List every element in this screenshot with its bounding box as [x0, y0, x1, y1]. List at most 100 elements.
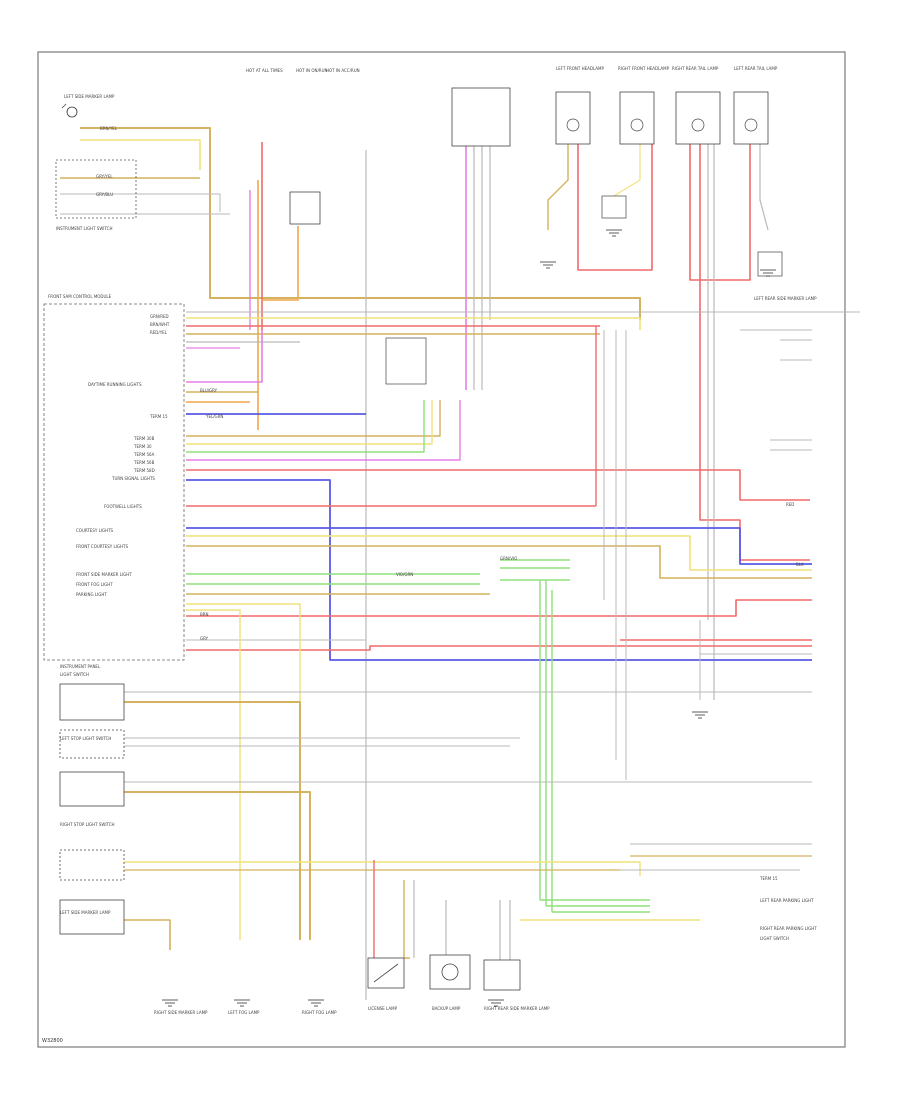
headlamp-switch [385, 337, 427, 385]
wire-28 [186, 330, 263, 383]
left-component-label: FRONT SAM CONTROL MODULE [48, 294, 112, 299]
left-component-label: COURTESY LIGHTS [76, 528, 114, 533]
wire-code-label: GRN/VIO [500, 556, 517, 561]
left-component-label: PARKING LIGHT [76, 592, 107, 597]
ground-icon [760, 269, 776, 277]
right-rear-tail-lamp [675, 91, 721, 145]
wire-47 [186, 645, 812, 651]
left-component-label: TURN SIGNAL LIGHTS [111, 476, 155, 481]
ground-icon [162, 999, 178, 1007]
left-component-label: TERM 56A [133, 452, 155, 457]
wire-33 [186, 400, 433, 445]
left-component-label: FRONT FOG LIGHT [76, 582, 113, 587]
wire-16 [613, 144, 641, 197]
left-component-label: TERM 30B [133, 436, 155, 441]
right-front-headlamp [619, 91, 655, 145]
left-component-label: LEFT SIDE MARKER LAMP [64, 94, 115, 99]
wire-45 [186, 599, 812, 617]
diagram-frame [37, 51, 846, 1048]
wire-61 [124, 701, 301, 940]
wire-18 [699, 144, 810, 561]
bottom-component-label: BACKUP LAMP [432, 1006, 461, 1011]
ground-symbols [162, 229, 776, 1007]
left-component-label: TERM 30 [133, 444, 152, 449]
switch-box-middle [59, 729, 125, 759]
right-component-label: LEFT REAR PARKING LIGHT [760, 898, 814, 903]
wire-39 [186, 527, 812, 565]
bottom-component-label: LEFT SIDE MARKER LAMP [60, 910, 111, 915]
top-component-label: LEFT REAR TAIL LAMP [734, 66, 778, 71]
right-component-label: RIGHT REAR PARKING LIGHT [760, 926, 817, 931]
left-component-label: LEFT STOP LIGHT SWITCH [60, 736, 111, 741]
ground-icon [692, 711, 708, 719]
wire-code-label: GRY/YEL [96, 174, 113, 179]
top-component-label: RIGHT REAR TAIL LAMP [672, 66, 719, 71]
wire-37 [186, 479, 812, 661]
instrument-panel-box [59, 849, 125, 881]
wire-0 [80, 127, 641, 320]
front-sam-control-module [43, 303, 185, 661]
left-component-label: LIGHT SWITCH [60, 672, 89, 677]
wire-17 [689, 144, 751, 281]
ground-icon [488, 999, 504, 1007]
left-component-label: TERM 58D [133, 468, 155, 473]
ground-icon [540, 261, 556, 269]
wire-code-label: BLU/GRY [200, 388, 218, 393]
wire-code-label: BRN/WHT [150, 322, 170, 327]
wire-layer [60, 127, 860, 1000]
top-component-label: HOT IN ACC/RUN [326, 68, 360, 73]
combination-switch-box [451, 87, 511, 147]
wire-code-label: RED/YEL [150, 330, 168, 335]
left-rear-tail-lamp [733, 91, 769, 145]
backup-lamp [429, 954, 471, 990]
left-front-headlamp [555, 91, 591, 145]
ground-icon [308, 999, 324, 1007]
wire-code-label: RED [786, 502, 794, 507]
wire-code-label: GRN/RED [150, 314, 169, 319]
wire-49 [186, 609, 241, 940]
left-component-label: TERM 15 [149, 414, 168, 419]
wire-34 [186, 400, 425, 453]
right-component-label: LIGHT SWITCH [760, 936, 789, 941]
license-lamp-switch [367, 957, 405, 989]
wire-40 [186, 535, 812, 571]
left-component-label: FOOTWELL LIGHTS [104, 504, 142, 509]
sensor-box-top [601, 195, 627, 219]
left-component-label: DAYTIME RUNNING LIGHTS [88, 382, 142, 387]
ground-icon [606, 229, 622, 237]
bottom-components [367, 954, 521, 991]
right-component-label: LEFT REAR SIDE MARKER LAMP [754, 296, 817, 301]
wire-3 [60, 193, 221, 212]
diagram-code: W32800 [42, 1038, 63, 1044]
wire-code-label: BRN/YEL [100, 126, 118, 131]
wire-14 [547, 144, 569, 230]
wire-code-label: BLK [796, 562, 804, 567]
wire-code-label: YEL/GRN [205, 414, 223, 419]
top-component-label: RIGHT FRONT HEADLAMP [618, 66, 670, 71]
bottom-component-label: LICENSE LAMP [368, 1006, 398, 1011]
wire-15 [577, 144, 653, 271]
top-lamp-boxes [555, 91, 769, 145]
left-component-label: INSTRUMENT LIGHT SWITCH [56, 226, 112, 231]
wire-66 [124, 861, 641, 876]
left-component-label: INSTRUMENT PANEL [60, 664, 101, 669]
wire-19 [759, 144, 769, 231]
wire-code-label: GRY/BLU [96, 192, 113, 197]
ground-icon [234, 999, 250, 1007]
wire-code-label: GRY [200, 636, 209, 641]
wire-code-label: BRN [200, 612, 209, 617]
left-component-label: TERM 56B [133, 460, 155, 465]
wire-23 [186, 317, 641, 330]
light-switch-box [59, 899, 125, 935]
wire-code-label: VIO/GRN [396, 572, 413, 577]
wire-68 [124, 919, 171, 950]
bottom-component-label: LEFT FOG LAMP [228, 1010, 260, 1015]
wire-36 [186, 469, 810, 501]
wire-1 [80, 139, 201, 170]
relay-box [289, 191, 321, 225]
left-component-label: FRONT COURTESY LIGHTS [76, 544, 128, 549]
right-rear-side-marker [483, 959, 521, 991]
top-component-label: HOT IN ON/RUN [296, 68, 328, 73]
left-component-label: RIGHT STOP LIGHT SWITCH [60, 822, 115, 827]
wire-48 [186, 603, 301, 940]
